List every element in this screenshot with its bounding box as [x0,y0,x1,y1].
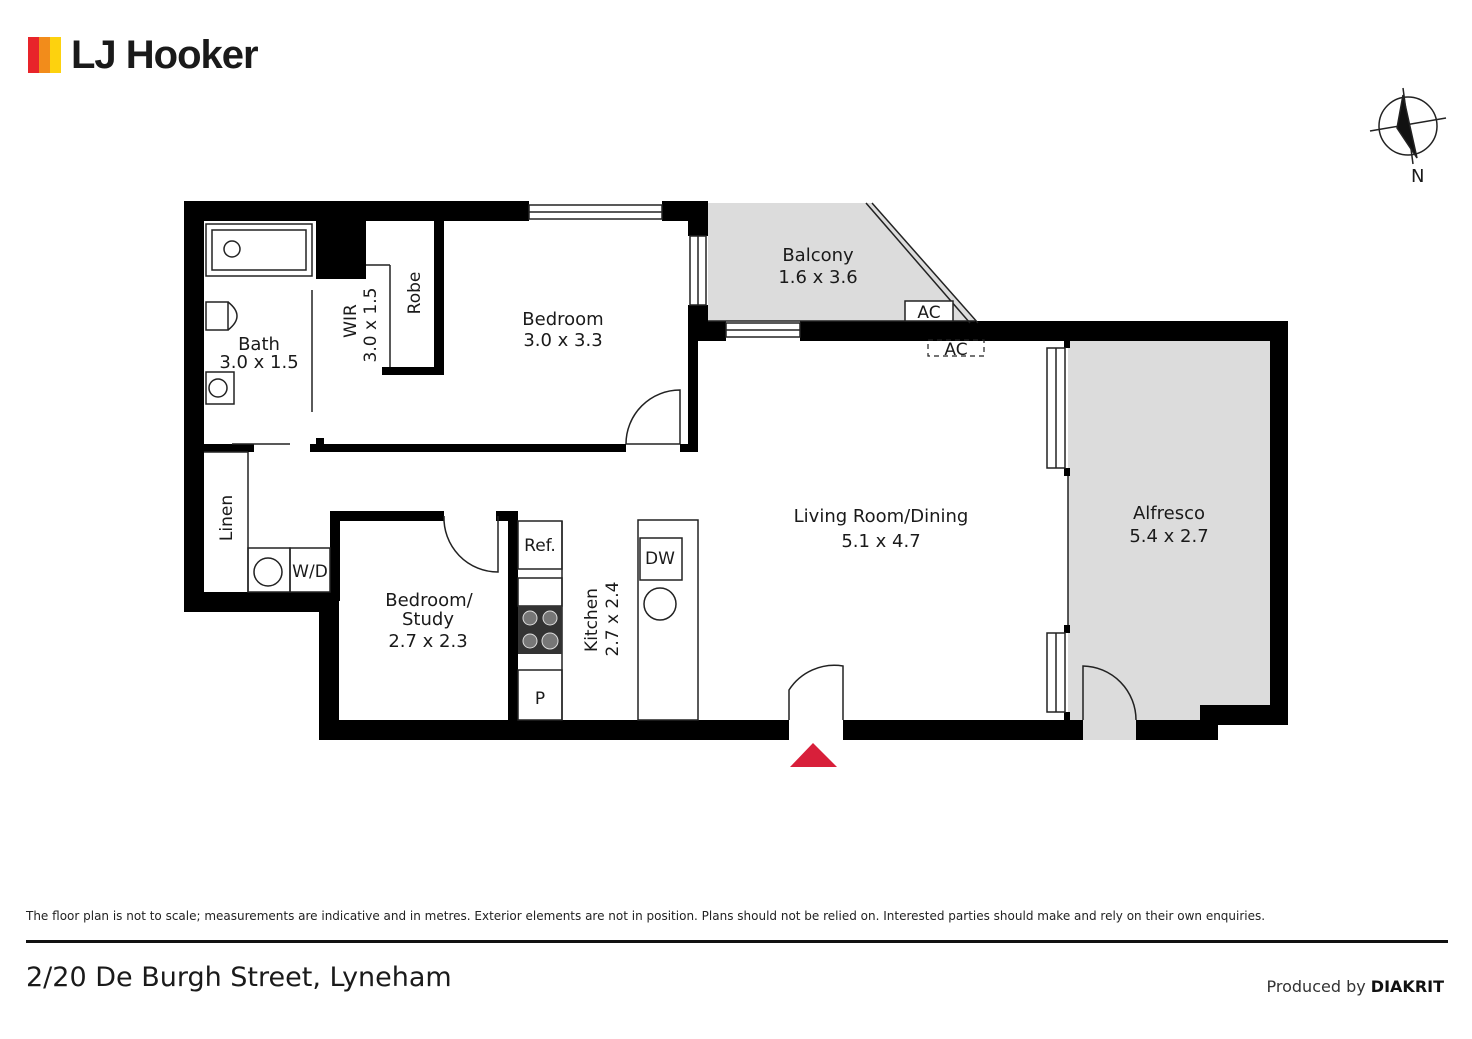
bath-label: Bath [238,334,280,355]
kitchen-dims: 2.7 x 2.4 [603,582,623,657]
footer-divider [26,940,1448,943]
pantry-label: P [535,689,545,709]
living-label: Living Room/Dining [794,506,969,527]
producer-credit: Produced by DIAKRIT [1267,977,1444,996]
bedroom-label: Bedroom [522,309,603,330]
bath-dims: 3.0 x 1.5 [219,352,298,373]
alfresco-label: Alfresco [1133,503,1205,524]
brand-name: LJ Hooker [71,32,259,77]
brand-logo: LJ Hooker [28,30,259,80]
ac-indoor-label: AC [944,340,967,360]
compass-icon [1369,87,1447,165]
bedroom-dims: 3.0 x 3.3 [523,330,602,351]
balcony-dims: 1.6 x 3.6 [778,267,857,288]
ac-outdoor-box [904,300,954,322]
logo-stripes-icon [28,37,61,73]
ac-indoor-box [927,339,985,357]
balcony-label: Balcony [782,245,854,266]
living-dims: 5.1 x 4.7 [841,531,920,552]
walls [184,201,1288,740]
producer-prefix: Produced by [1266,977,1366,996]
balcony-area [708,203,975,321]
study-label-line2: Study [402,609,454,630]
laundry-label: W/D [292,562,328,582]
alfresco-dims: 5.4 x 2.7 [1129,526,1208,547]
property-address: 2/20 De Burgh Street, Lyneham [26,962,452,993]
fridge-label: Ref. [524,536,556,556]
robe-label: Robe [405,272,425,315]
alfresco-area [1068,340,1270,725]
linen-label: Linen [217,495,237,541]
ac-outdoor-label: AC [917,303,940,323]
compass-north-label: N [1411,166,1424,187]
kitchen-label: Kitchen [582,588,602,652]
study-label-line1: Bedroom/ [385,590,473,611]
wir-label: WIR [341,304,361,338]
producer-name: DIAKRIT [1370,977,1444,996]
dishwasher-label: DW [645,549,675,569]
thin-lines [204,202,1137,721]
disclaimer-text: The floor plan is not to scale; measurem… [26,909,1266,923]
wir-dims: 3.0 x 1.5 [361,288,381,363]
study-dims: 2.7 x 2.3 [388,631,467,652]
cooktop-icon [518,606,562,654]
entry-marker-icon [790,743,837,767]
